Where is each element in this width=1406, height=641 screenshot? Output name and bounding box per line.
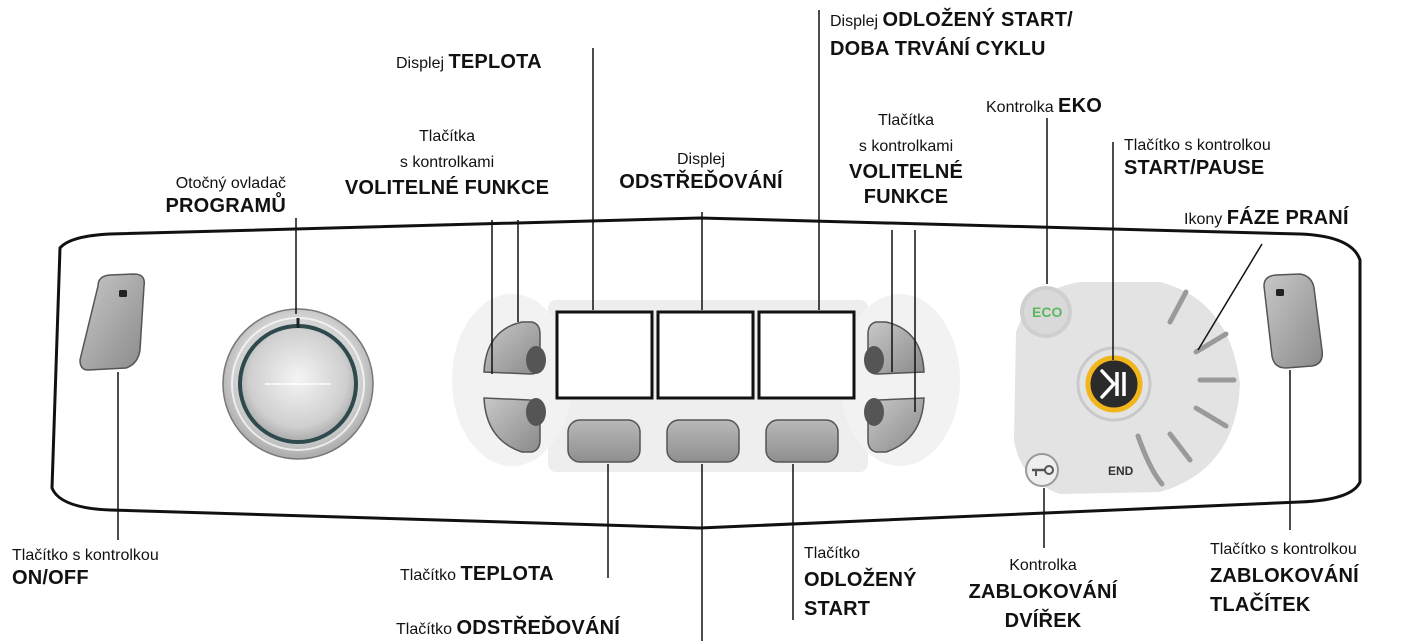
label-start-pause: Tlačítko s kontrolkou START/PAUSE (1124, 137, 1271, 179)
door-lock-indicator (1025, 453, 1059, 487)
onoff-button (79, 273, 146, 371)
label-key-lock: Tlačítko s kontrolkou ZABLOKOVÁNÍ TLAČÍT… (1210, 541, 1359, 616)
label-spin-display: Displej ODSTŘEĎOVÁNÍ (619, 151, 783, 193)
label-program-knob: Otočný ovladač PROGRAMŮ (165, 175, 287, 217)
label-temperature-display: Displej TEPLOTA (396, 51, 542, 73)
start-pause-button (1076, 346, 1152, 422)
end-text: END (1108, 464, 1134, 478)
label-wash-phases: Ikony FÁZE PRANÍ (1184, 207, 1349, 229)
leader-lines (117, 10, 1291, 641)
label-onoff: Tlačítko s kontrolkou ON/OFF (12, 547, 159, 589)
delay-display (757, 310, 856, 400)
label-temperature-button: Tlačítko TEPLOTA (400, 563, 554, 585)
onoff-led (119, 290, 127, 297)
eco-icon-text: ECO (1032, 304, 1063, 320)
label-door-lock: Kontrolka ZABLOKOVÁNÍ DVÍŘEK (968, 557, 1118, 632)
label-delay-button: Tlačítko ODLOŽENÝ START (804, 545, 917, 620)
label-spin-button: Tlačítko ODSTŘEĎOVÁNÍ (396, 617, 620, 639)
wash-phase-icons (1135, 289, 1237, 487)
temperature-display (555, 310, 654, 400)
label-delay-display: Displej ODLOŽENÝ START/ DOBA TRVÁNÍ CYKL… (830, 9, 1073, 60)
label-eco: Kontrolka EKO (986, 95, 1102, 117)
label-options-right: Tlačítka s kontrolkami VOLITELNÉ FUNKCE (848, 112, 964, 208)
temperature-button (567, 419, 641, 463)
delay-button (765, 419, 839, 463)
spin-button (666, 419, 740, 463)
key-lock-led (1276, 289, 1284, 296)
label-options-left: Tlačítka s kontrolkami VOLITELNÉ FUNKCE (344, 128, 550, 199)
key-lock-button (1263, 273, 1324, 369)
program-knob (222, 308, 374, 460)
spin-display (656, 310, 755, 400)
